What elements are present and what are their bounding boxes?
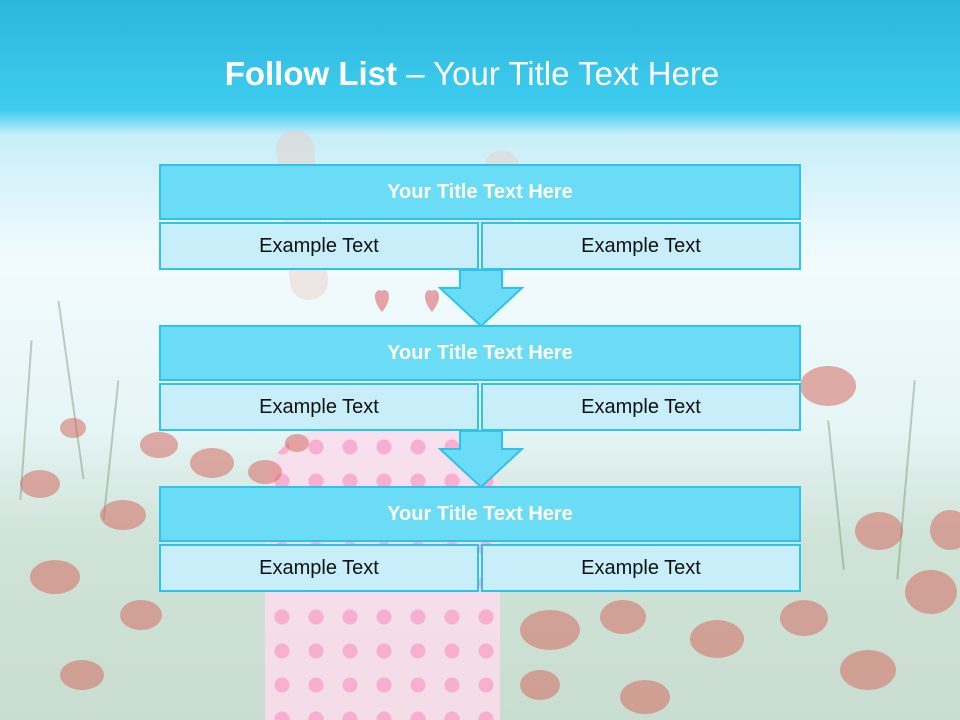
step-cell-left: Example Text <box>159 544 479 592</box>
step-cell-right: Example Text <box>481 544 801 592</box>
step-block-1: Your Title Text Here Example Text Exampl… <box>159 164 801 270</box>
step-title: Your Title Text Here <box>159 486 801 542</box>
down-arrow-icon <box>438 430 524 489</box>
step-cell-left: Example Text <box>159 383 479 431</box>
step-block-3: Your Title Text Here Example Text Exampl… <box>159 486 801 592</box>
step-row: Example Text Example Text <box>159 222 801 270</box>
step-block-2: Your Title Text Here Example Text Exampl… <box>159 325 801 431</box>
step-cell-left: Example Text <box>159 222 479 270</box>
step-cell-right: Example Text <box>481 222 801 270</box>
down-arrow-icon <box>438 269 524 328</box>
step-cell-right: Example Text <box>481 383 801 431</box>
slide-title-bold: Follow List <box>224 55 398 92</box>
step-title: Your Title Text Here <box>159 325 801 381</box>
step-title: Your Title Text Here <box>159 164 801 220</box>
step-row: Example Text Example Text <box>159 544 801 592</box>
slide-title: Follow List – Your Title Text Here <box>0 55 944 93</box>
background-heart-glasses <box>375 290 439 312</box>
slide-title-rest: – Your Title Text Here <box>397 55 720 92</box>
step-row: Example Text Example Text <box>159 383 801 431</box>
